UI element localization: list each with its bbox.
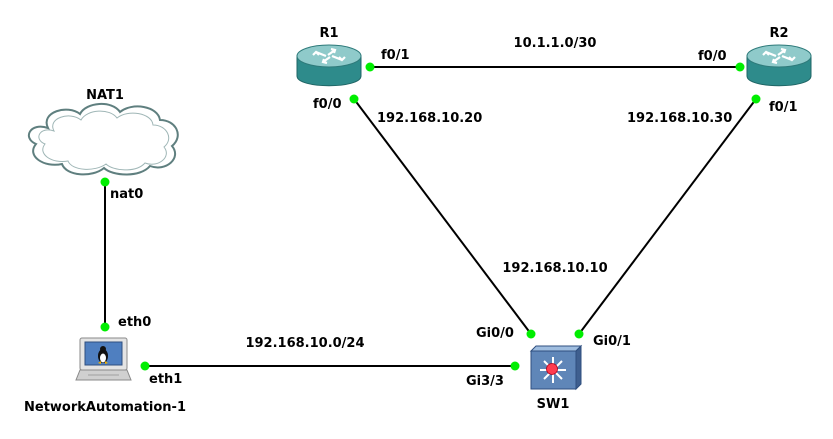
- r2-f00-label: f0/0: [698, 49, 727, 64]
- network-host-sw1-label: 192.168.10.0/24: [245, 336, 364, 351]
- switch-icon: [529, 344, 583, 391]
- nat1-label: NAT1: [86, 88, 124, 103]
- link-r2-sw1[interactable]: [578, 98, 757, 335]
- host-node[interactable]: NetworkAutomation-1: [24, 337, 186, 415]
- router-icon: [296, 44, 362, 87]
- cloud-icon: [27, 103, 179, 176]
- sw1-ip-label: 192.168.10.10: [502, 261, 607, 276]
- sw1-gi00-label: Gi0/0: [476, 326, 514, 341]
- link-r1-sw1[interactable]: [353, 98, 532, 335]
- nat1-nat0-port[interactable]: [100, 177, 110, 187]
- router-icon: [746, 44, 812, 87]
- r1-f00-label: f0/0: [313, 97, 342, 112]
- sw1-gi33-label: Gi3/3: [466, 374, 504, 389]
- host-eth0-label: eth0: [118, 315, 151, 330]
- host-eth1-label: eth1: [149, 372, 182, 387]
- r2-f00-port[interactable]: [735, 62, 745, 72]
- r2-label: R2: [769, 26, 788, 41]
- r1-label: R1: [319, 26, 338, 41]
- network-r1-r2-label: 10.1.1.0/30: [514, 36, 597, 51]
- r1-f01-label: f0/1: [381, 48, 410, 63]
- nat1-nat0-label: nat0: [110, 187, 143, 202]
- sw1-gi33-port[interactable]: [510, 361, 520, 371]
- host-label: NetworkAutomation-1: [24, 400, 186, 415]
- nat1-node[interactable]: NAT1: [27, 88, 179, 176]
- host-eth0-port[interactable]: [100, 322, 110, 332]
- sw1-gi01-port[interactable]: [574, 329, 584, 339]
- r2-f01-port[interactable]: [751, 94, 761, 104]
- sw1-gi01-label: Gi0/1: [593, 334, 631, 349]
- sw1-gi00-port[interactable]: [526, 329, 536, 339]
- linux-laptop-icon: [75, 337, 132, 381]
- sw1-label: SW1: [537, 397, 570, 412]
- r1-f01-port[interactable]: [365, 62, 375, 72]
- r1-f00-port[interactable]: [349, 94, 359, 104]
- r2-ip-label: 192.168.10.30: [627, 111, 732, 126]
- r1-node[interactable]: R1: [296, 26, 362, 87]
- sw1-node[interactable]: SW1: [529, 344, 583, 412]
- r2-f01-label: f0/1: [769, 100, 798, 115]
- host-eth1-port[interactable]: [140, 361, 150, 371]
- r1-ip-label: 192.168.10.20: [377, 111, 482, 126]
- r2-node[interactable]: R2: [746, 26, 812, 87]
